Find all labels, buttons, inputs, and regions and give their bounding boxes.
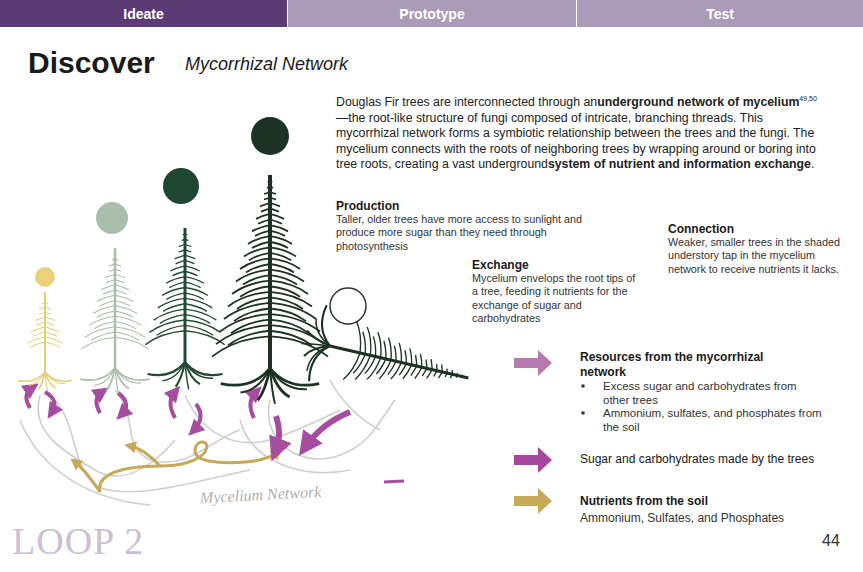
tree: [18, 292, 72, 392]
legend-text: Nutrients from the soil: [580, 494, 830, 509]
tree: [145, 228, 224, 389]
paragraph-text: Douglas Fir trees are interconnected thr…: [336, 95, 597, 109]
callout-heading: Exchange: [472, 258, 642, 273]
legend-arrow: [514, 488, 552, 514]
light-circle: [163, 168, 199, 204]
exchange-arrows: [26, 388, 404, 482]
paragraph-text: .: [811, 157, 814, 171]
callout-text: Weaker, smaller trees in the shaded unde…: [668, 236, 848, 276]
tab-label: Ideate: [123, 6, 163, 22]
tab-bar: Ideate: [0, 0, 287, 27]
light-circle: [35, 267, 55, 287]
intro-paragraph: Douglas Fir trees are interconnected thr…: [336, 95, 818, 173]
page-title: Discover: [28, 44, 155, 82]
mycelium-threads: [20, 380, 395, 505]
legend-arrow: [514, 447, 552, 473]
tab-label: Prototype: [399, 6, 464, 22]
light-circle: [330, 288, 366, 324]
light-circle: [251, 117, 289, 155]
bullet-text: Excess sugar and carbohydrates from othe…: [603, 379, 823, 408]
legend-arrow: [514, 350, 552, 376]
bullet-dot: [581, 411, 585, 415]
fallen-tree: [293, 301, 477, 416]
nutrient-flow: [130, 446, 160, 466]
paragraph-text: 49,50: [799, 95, 817, 102]
page-number: 44: [822, 533, 852, 549]
bullet-dot: [581, 384, 585, 388]
tab-bar: Prototype: [288, 0, 576, 27]
callout-heading: Connection: [668, 222, 848, 237]
bullet-text: Ammonium, sulfates, and phosphates from …: [603, 406, 823, 435]
light-circle: [96, 202, 128, 234]
callout-text: Mycelium envelops the root tips of a tre…: [472, 272, 642, 326]
tab-bar: Test: [577, 0, 863, 27]
subtitle: Mycorrhizal Network: [185, 53, 445, 76]
nutrient-flow: [75, 462, 100, 492]
callout-text: Taller, older trees have more access to …: [336, 213, 611, 253]
handwritten-label: Mycelium Network: [200, 480, 361, 508]
callout-heading: Production: [336, 199, 536, 214]
tab-label: Test: [706, 6, 734, 22]
legend-text: Resources from the mycorrhizal network: [580, 350, 810, 380]
loop-watermark: LOOP 2: [12, 522, 232, 560]
tree: [80, 248, 150, 393]
paragraph-text: underground network of mycelium: [597, 95, 799, 109]
legend-detail: Ammonium, Sulfates, and Phosphates: [580, 511, 840, 526]
legend-text: Sugar and carbohydrates made by the tree…: [580, 452, 830, 467]
paragraph-text: system of nutrient and information excha…: [548, 157, 811, 171]
